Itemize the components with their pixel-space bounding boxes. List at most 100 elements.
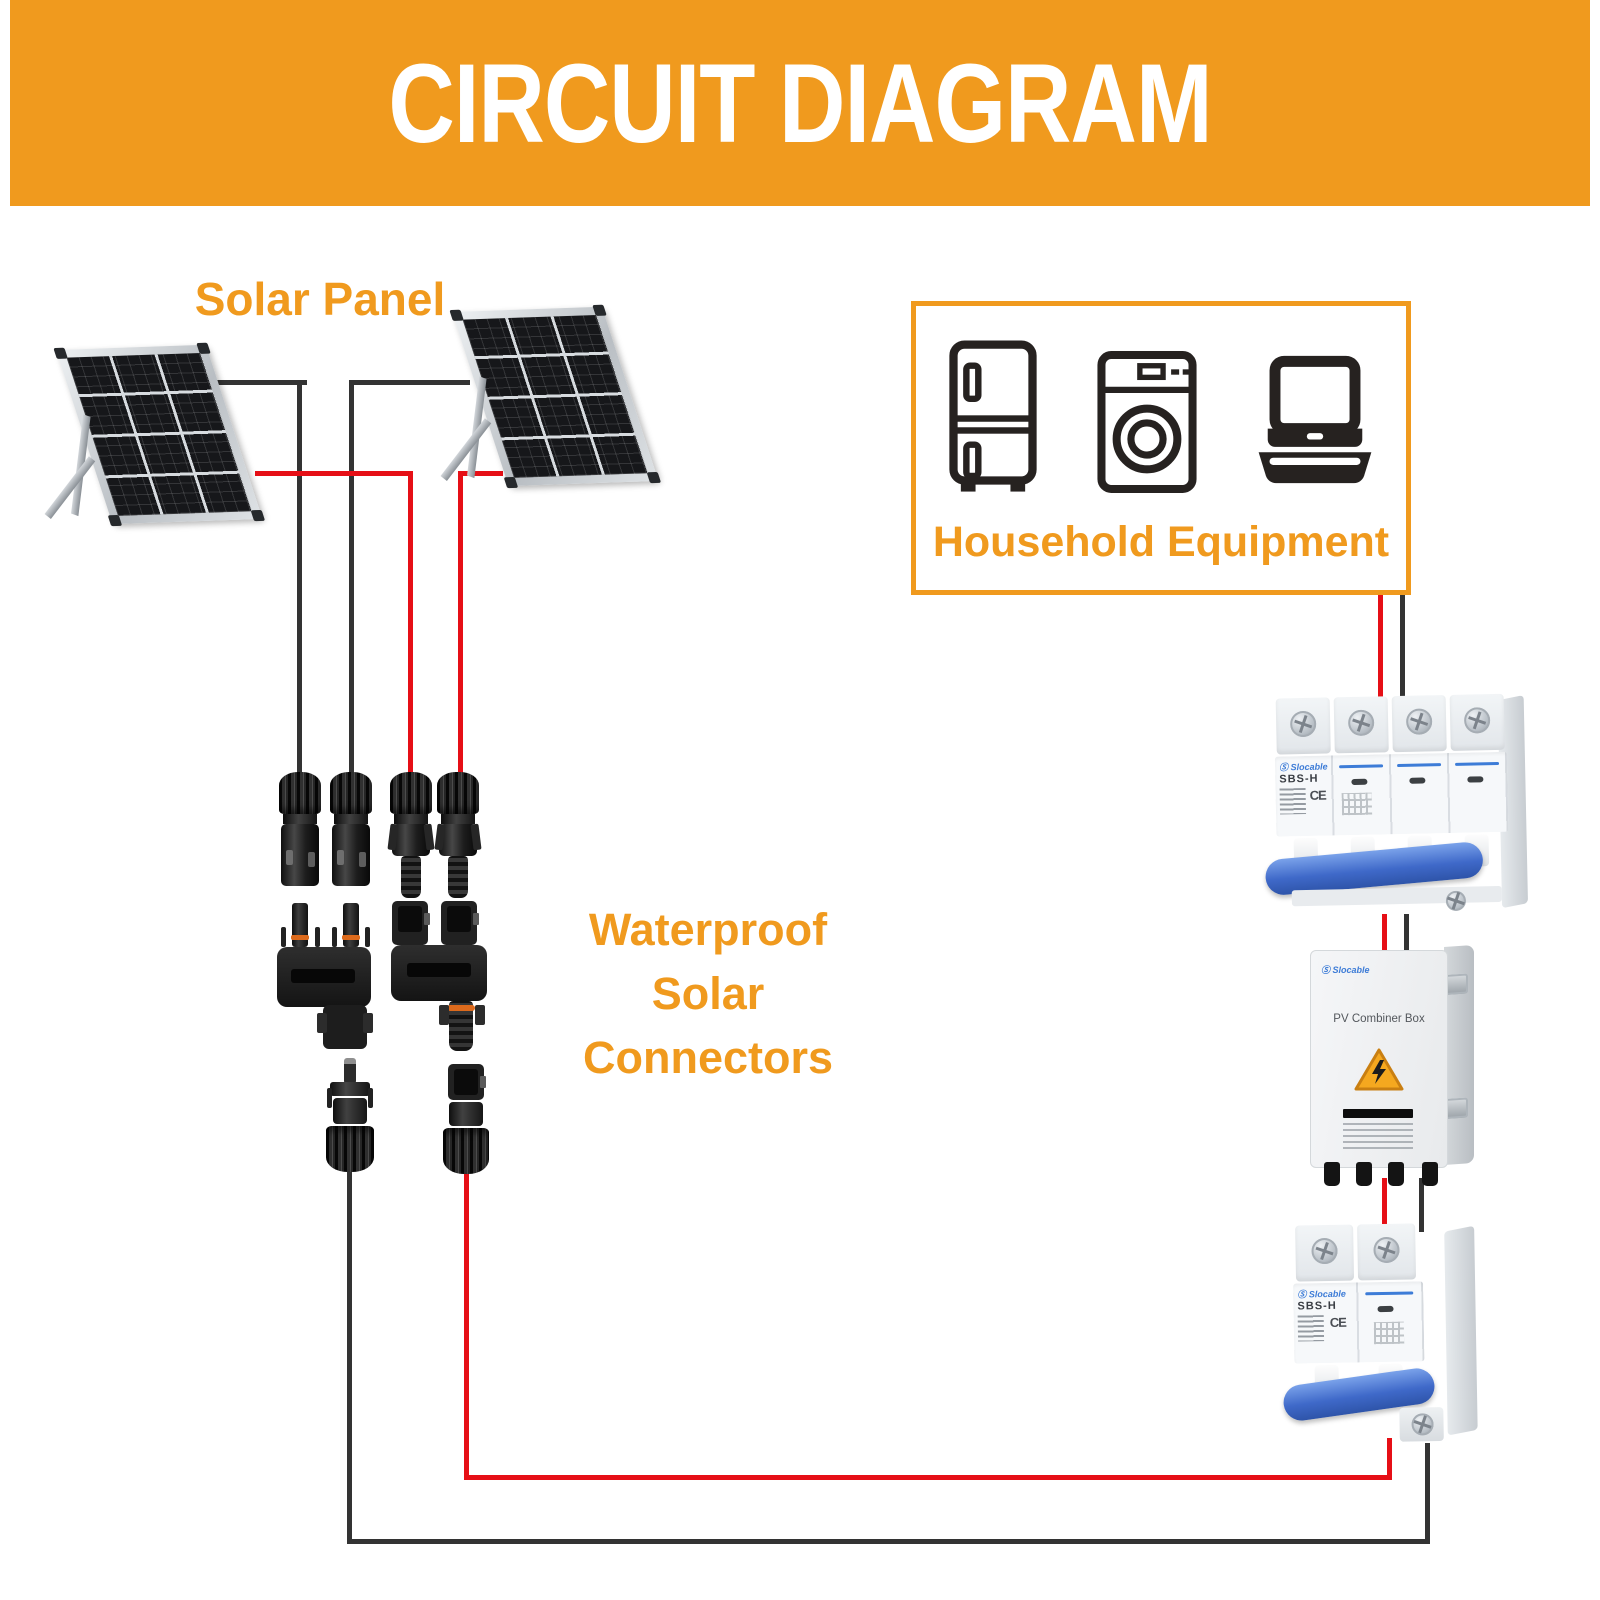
branch-connector-2-to-1-female: [391, 901, 487, 1053]
branch-label-band: [291, 969, 355, 983]
screw-terminal: [1295, 1224, 1355, 1282]
latch-clip: [332, 927, 337, 947]
connector-cap: [279, 772, 321, 814]
frame-corner: [592, 304, 607, 316]
wire-positive-combiner-breaker2: [1382, 1178, 1387, 1232]
enclosure-side: [1438, 944, 1474, 1166]
enclosure-door: Ⓢ Slocable PV Combiner Box: [1310, 950, 1448, 1168]
ribbed-cap: [326, 1126, 374, 1172]
frame-corner: [449, 309, 464, 321]
connector-cap: [390, 772, 432, 814]
connector-body: [449, 1102, 483, 1126]
wire-negative-breaker4-combiner: [1404, 914, 1409, 956]
household-equipment-box: Household Equipment: [911, 301, 1411, 595]
household-equipment-label: Household Equipment: [932, 518, 1390, 566]
latch-clip: [368, 1088, 373, 1108]
branch-port: [392, 901, 430, 945]
breaker-face: Ⓢ Slocable SBS-H CE: [1293, 1281, 1425, 1364]
window-slot: [1467, 776, 1484, 783]
pole-indicator-line: [1397, 763, 1442, 768]
warning-text-lines: [1343, 1123, 1413, 1153]
breaker-label-area: Ⓢ Slocable SBS-H CE: [1278, 759, 1332, 815]
connector-cap: [326, 1126, 374, 1172]
wire-positive-panel2-drop: [458, 471, 463, 778]
branch-port: [441, 901, 479, 945]
frame-corner: [250, 509, 266, 522]
circuit-breaker-4pole: Ⓢ Slocable SBS-H CE: [1264, 693, 1529, 926]
connector-port: [448, 1064, 486, 1100]
connector-neck: [334, 814, 368, 824]
branch-stem: [291, 903, 309, 947]
cable-gland: [1422, 1162, 1438, 1186]
branch-label-band: [407, 963, 471, 977]
pole-indicator-line: [1455, 761, 1500, 766]
window-slot: [1351, 778, 1368, 786]
connector-body: [332, 824, 370, 886]
combiner-box-label: PV Combiner Box: [1333, 1013, 1425, 1025]
terminal-screw-icon: [1289, 710, 1317, 738]
mc4-male-connector: [387, 772, 435, 898]
terminal-screw-icon: [1347, 709, 1375, 737]
connector-neck: [441, 814, 475, 824]
mc4-female-connector: [330, 772, 372, 886]
connector-neck: [283, 814, 317, 824]
breaker-label-area: Ⓢ Slocable SBS-H CE: [1297, 1287, 1354, 1342]
wire-negative-panel1-drop: [297, 380, 302, 778]
branch-output-socket: [323, 1005, 367, 1049]
wire-positive-panel2: [458, 471, 503, 476]
connector-cap: [443, 1128, 489, 1174]
brand-logo: Ⓢ Slocable: [1321, 965, 1370, 975]
branch-output-barrel: [447, 1001, 475, 1051]
latch-clip: [327, 1088, 332, 1108]
wire-negative-breaker4-top: [1400, 593, 1405, 705]
wire-negative-breaker2-rise: [1425, 1443, 1430, 1544]
solar-cells: [462, 314, 648, 478]
window-slot: [1409, 777, 1426, 784]
connector-cap: [437, 772, 479, 814]
solar-panel-label: Solar Panel: [194, 273, 446, 325]
wire-positive-panel1: [255, 471, 413, 476]
mc4-male-connector-output: [326, 1058, 374, 1176]
frame-corner: [196, 342, 211, 354]
pole-indicator-line: [1339, 764, 1384, 769]
latch-clip: [281, 927, 286, 947]
model-label: SBS-H: [1297, 1299, 1337, 1313]
page-title: CIRCUIT DIAGRAM: [388, 42, 1212, 167]
connector-body: [333, 1098, 367, 1124]
wire-positive-breaker4-top: [1378, 593, 1383, 705]
connectors-label: Waterproof Solar Connectors: [582, 904, 834, 1083]
connector-neck: [394, 814, 428, 824]
wire-positive-breaker4-combiner: [1382, 914, 1387, 956]
model-label: SBS-H: [1279, 772, 1319, 786]
din-screw-icon: [1445, 890, 1467, 912]
warning-triangle-icon: [1354, 1048, 1404, 1091]
wire-negative-output-drop: [347, 1170, 352, 1544]
frame-corner: [646, 471, 662, 484]
wire-positive-output-drop: [464, 1174, 469, 1480]
washing-machine-icon: [1097, 351, 1197, 493]
connector-body: [281, 824, 319, 886]
screw-terminal: [1357, 1223, 1417, 1281]
connector-pin: [344, 1058, 356, 1084]
terminal-screw-icon: [1311, 1237, 1338, 1265]
breaker-face: Ⓢ Slocable SBS-H CE: [1274, 751, 1509, 837]
circuit-breaker-2pole: Ⓢ Slocable SBS-H CE: [1281, 1222, 1478, 1447]
brand-logo: Ⓢ Slocable: [1278, 761, 1328, 773]
title-banner: CIRCUIT DIAGRAM: [10, 0, 1590, 206]
terminal-screw-icon: [1373, 1236, 1400, 1264]
latch-clip: [439, 1005, 449, 1025]
connector-barrel: [401, 856, 421, 898]
terminal-screw-icon: [1463, 707, 1491, 734]
connector-cap: [330, 772, 372, 814]
screw-terminal: [1391, 695, 1447, 753]
frame-corner: [53, 347, 68, 359]
screw-terminal: [1333, 696, 1389, 754]
wire-negative-combiner-breaker2: [1419, 1178, 1424, 1232]
appliance-icons: [916, 340, 1406, 498]
branch-stem: [342, 903, 360, 947]
wire-positive-panel1-drop: [408, 471, 413, 778]
mc4-female-connector-output: [443, 1064, 489, 1178]
branch-connector-2-to-1-male: [277, 903, 373, 1049]
frame-corner: [503, 476, 519, 489]
